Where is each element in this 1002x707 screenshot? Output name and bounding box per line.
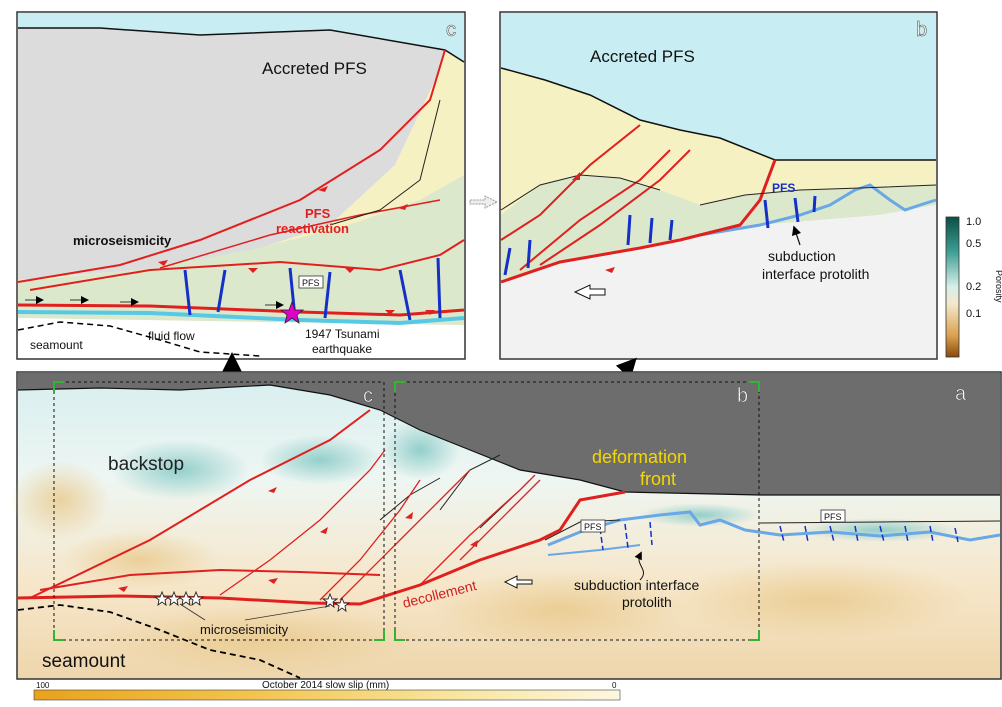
panel-a-seamount-line [17,604,301,679]
panel-a: a c b backstop deformation front PFS PFS… [10,371,1002,680]
panel-c-microseismicity: microseismicity [73,233,172,248]
panel-b-thrust-2 [519,149,671,271]
panel-a-thrust-6 [419,474,536,586]
panel-b-basement [501,205,936,358]
panel-a-thrust-3 [219,449,386,596]
panel-a-texture [10,420,970,675]
panel-b-protolith-2: interface protolith [762,266,869,282]
panel-c-fault-arrows [158,186,435,315]
panel-c-pfs-tag-box [298,275,324,289]
panel-a-open-arrow-icon [503,575,533,589]
panel-b-seafloor [500,67,936,161]
panel-c-backstop [18,28,445,280]
panel-b: b Accreted PFS PFS subduction interface … [499,11,938,360]
panel-c-seamount-line [17,321,261,357]
pfs-tag-left: PFS [584,522,602,532]
panel-c-thrust-2 [29,239,465,291]
panel-c-fluid-flow: fluid flow [148,329,195,343]
panel-b-thrust-1 [500,124,641,241]
panel-b-ocean [501,13,936,160]
panel-a-thrust-4 [319,479,421,601]
slowslip-min: 100 [36,681,50,690]
panel-a-interface-lower [547,544,641,556]
panel-a-thrust-1 [29,409,371,599]
box-b [394,381,760,641]
panel-c-ocean [18,13,464,62]
deformation-front-1: deformation [592,447,687,467]
panel-a-letter: a [955,383,967,405]
porosity-tick-2: 0.5 [966,238,981,250]
panel-a-thrust-5 [339,469,471,601]
panel-b-main-thrust [500,159,777,284]
box-corners [53,381,760,641]
backstop-label: backstop [108,454,184,475]
panel-a-microseismicity-pointers [179,603,331,621]
panel-c-pfs-tag: PFS [302,278,320,288]
panel-b-fault-arrows [572,172,615,273]
panel-c-thrust-1 [17,49,446,283]
panel-c-green-lower [18,288,464,325]
panel-c-letter: c [446,19,456,41]
porosity-colorbar: 1.0 0.5 0.2 0.1 Porosity [945,216,1002,358]
panel-b-letter: b [916,19,927,41]
panel-a-protolith-1: subduction interface [574,577,700,593]
deformation-front-2: front [640,469,676,489]
panel-c-seamount: seamount [30,338,83,352]
panel-b-pointer [791,225,802,246]
panel-b-protolith-1: subduction [768,248,836,264]
pfs-tag-right-box [820,509,846,523]
panel-c-title: Accreted PFS [262,59,367,78]
box-c-label: c [363,385,373,407]
panel-c-quake-star-icon [279,300,305,324]
porosity-tick-1: 1.0 [966,216,981,228]
panel-a-fault-arrows [118,487,478,592]
slowslip-gradient [33,689,621,701]
panel-b-thrust-3 [539,149,691,266]
arrow-b-to-c-icon [469,195,499,209]
slowslip-label: October 2014 slow slip (mm) [262,680,389,691]
panel-c-quake-2: earthquake [312,342,372,356]
panel-a-protolith-pointer [634,551,645,581]
panel-c-pfs-lines [183,257,442,321]
slowslip-colorbar: 100 0 October 2014 slow slip (mm) [33,680,621,701]
panel-a-protolith-2: protolith [622,594,672,610]
panel-a-interface [547,510,1001,547]
slowslip-max: 0 [612,681,617,690]
panel-c-seafloor-line [18,27,465,63]
panel-c-fluid-arrows [25,296,284,309]
panel-a-water-column [18,373,1000,495]
panel-c: c Accreted PFS PFS reactivation microsei… [16,11,466,360]
panel-b-pfs-lines [503,195,817,276]
porosity-gradient [945,216,960,358]
porosity-label: Porosity [994,270,1002,303]
box-b-label: b [737,385,748,407]
porosity-tick-3: 0.2 [966,281,981,293]
panel-c-quake-1: 1947 Tsunami [305,327,380,341]
panel-c-black-contact [329,99,441,226]
panel-b-open-arrow-icon [573,284,606,300]
panel-b-title: Accreted PFS [590,47,695,66]
panel-a-microseismicity: microseismicity [200,622,289,637]
panel-c-interface [17,310,465,326]
panel-b-green-unit [501,175,936,282]
box-c [53,381,385,641]
pfs-tag-right: PFS [824,512,842,522]
panel-a-microseismicity-stars [153,590,351,613]
panel-c-reactivation-1: PFS [305,206,331,221]
panel-c-reactivation-2: reactivation [276,221,349,236]
panel-a-seamount: seamount [42,651,126,672]
porosity-tick-4: 0.1 [966,308,981,320]
panel-b-pfs: PFS [772,181,795,195]
pfs-tag-left-box [580,519,606,533]
panel-a-thrust-2 [39,568,381,591]
